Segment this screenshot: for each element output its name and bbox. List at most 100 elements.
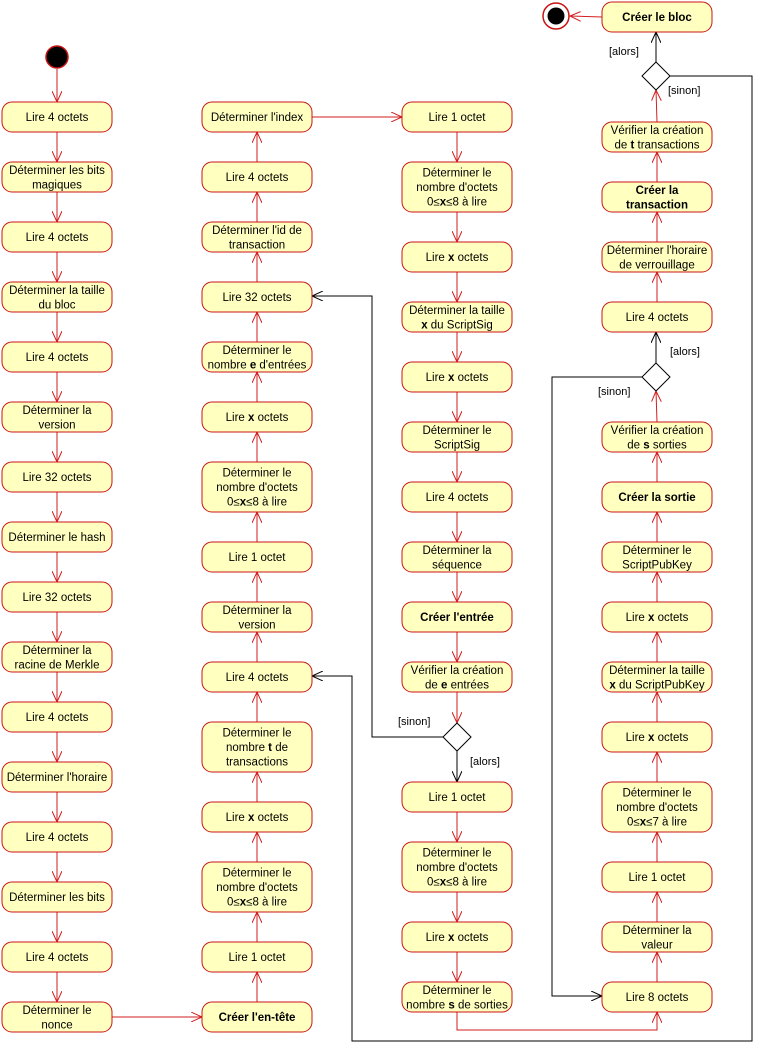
decision-outputs-icon [641, 362, 671, 392]
action-label: Lire x octets [226, 812, 289, 824]
action-label: Lire x octets [226, 412, 289, 424]
action-label: Déterminer la [22, 645, 92, 657]
action-label: Lire 1 octet [429, 792, 487, 804]
action-label: Lire 32 octets [222, 292, 291, 304]
action-m11: Déterminer le nombre t de transactions [201, 721, 313, 773]
action-label: 0≤x≤8 à lire [427, 197, 487, 209]
action-label: Déterminer l'index [211, 112, 304, 124]
transition [456, 1012, 657, 1031]
action-label: 0≤x≤7 à lire [627, 817, 687, 829]
action-label: Créer la [636, 185, 679, 197]
transition [551, 376, 642, 996]
action-f14: Déterminer la valeur [601, 921, 713, 953]
action-label: nonce [41, 1019, 72, 1031]
action-f9: Lire x octets [601, 601, 713, 633]
action-f1: Créer le bloc [601, 1, 713, 33]
action-label: Déterminer le [222, 345, 291, 357]
action-m15: Créer l'en-tête [201, 1001, 313, 1033]
action-label: Lire 4 octets [26, 952, 89, 964]
action-n13: Lire 4 octets [1, 821, 113, 853]
guard-label: [sinon] [668, 85, 700, 97]
action-label: x du ScriptSig [421, 319, 493, 331]
action-r10: Vérifier la création de e entrées [401, 661, 513, 693]
action-label: nombre d'octets [216, 882, 298, 894]
action-label: Créer la sortie [618, 492, 695, 504]
final-node-inner [547, 7, 565, 25]
action-m10: Lire 4 octets [201, 661, 313, 693]
action-label: version [238, 619, 275, 631]
action-label: Lire 1 octet [429, 112, 487, 124]
action-label: racine de Merkle [14, 659, 99, 671]
guard-label: [sinon] [598, 386, 630, 398]
action-n1: Lire 4 octets [1, 101, 113, 133]
action-label: Déterminer la taille [409, 305, 505, 317]
action-label: Créer l'en-tête [219, 1012, 296, 1024]
action-label: Déterminer les bits [9, 165, 105, 177]
action-label: ScriptPubKey [622, 559, 692, 571]
action-label: Déterminer la [622, 925, 692, 937]
action-label: Vérifier la création [611, 125, 704, 137]
action-label: transaction [626, 199, 688, 211]
action-r1: Lire 1 octet [401, 101, 513, 133]
action-label: Déterminer l'horaire [7, 772, 108, 784]
action-n10: Déterminer la racine de Merkle [1, 641, 113, 673]
action-label: Déterminer la taille [609, 665, 705, 677]
action-f11: Lire x octets [601, 721, 713, 753]
action-label: Déterminer l'horaire [607, 245, 708, 257]
transition [656, 90, 657, 123]
action-label: Vérifier la création [411, 665, 504, 677]
action-m6: Lire x octets [201, 401, 313, 433]
action-label: Lire 4 octets [226, 172, 289, 184]
action-r7: Lire 4 octets [401, 481, 513, 513]
action-label: Déterminer la [22, 405, 92, 417]
action-label: Déterminer les bits [9, 892, 105, 904]
action-m2: Lire 4 octets [201, 161, 313, 193]
action-r3: Lire x octets [401, 241, 513, 273]
action-label: Déterminer le [422, 848, 491, 860]
action-n2: Déterminer les bits magiques [1, 161, 113, 193]
action-label: Déterminer la taille [9, 285, 105, 297]
action-label: Lire 4 octets [626, 312, 689, 324]
action-label: Lire 1 octet [229, 952, 287, 964]
action-n9: Lire 32 octets [1, 581, 113, 613]
action-label: de t transactions [614, 139, 699, 151]
action-label: version [38, 419, 75, 431]
action-label: séquence [432, 559, 482, 571]
guard-label: [alors] [609, 46, 639, 58]
action-label: nombre d'octets [416, 182, 498, 194]
action-n14: Déterminer les bits [1, 881, 113, 913]
action-n5: Lire 4 octets [1, 341, 113, 373]
action-label: nombre e d'entrées [208, 359, 307, 371]
action-label: nombre s de sorties [406, 999, 508, 1011]
action-f2: Vérifier la création de t transactions [601, 121, 713, 153]
action-label: valeur [641, 939, 672, 951]
transition [570, 16, 603, 17]
action-label: transactions [226, 757, 288, 769]
action-label: Lire 4 octets [226, 672, 289, 684]
action-label: de e entrées [425, 679, 489, 691]
action-label: nombre d'octets [216, 482, 298, 494]
action-label: Lire x octets [626, 612, 689, 624]
action-r4: Déterminer la taille x du ScriptSig [401, 301, 513, 333]
action-f5: Lire 4 octets [601, 301, 713, 333]
action-label: Déterminer le [622, 545, 691, 557]
action-label: Lire 8 octets [626, 992, 689, 1004]
action-n7: Lire 32 octets [1, 461, 113, 493]
action-m4: Lire 32 octets [201, 281, 313, 313]
action-label: nombre t de [226, 742, 288, 754]
action-label: Lire x octets [426, 372, 489, 384]
action-m1: Déterminer l'index [201, 101, 313, 133]
action-label: Déterminer le [222, 728, 291, 740]
action-label: Déterminer l'id de [212, 225, 302, 237]
action-label: Lire 4 octets [426, 492, 489, 504]
action-label: magiques [32, 179, 82, 191]
action-m14: Lire 1 octet [201, 941, 313, 973]
